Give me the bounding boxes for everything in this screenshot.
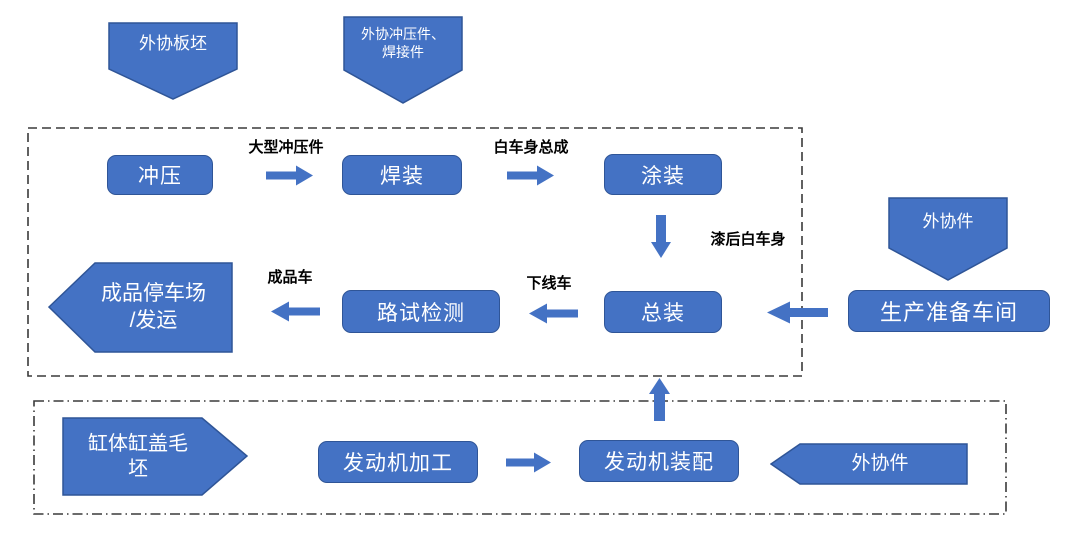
node-engine-machining: 发动机加工 (318, 441, 478, 483)
terminal-parking-shipping: 成品停车场 /发运 (48, 262, 233, 353)
engine-plant-region-border (33, 400, 1007, 515)
terminal-outsourced-slab: 外协板坯 (108, 22, 238, 100)
node-engine-assembly-label: 发动机装配 (604, 451, 714, 474)
node-stamping-label: 冲压 (138, 165, 182, 188)
flow-arrow-painting-to-final-assembly (651, 215, 671, 258)
vehicle-plant-region-border (27, 127, 803, 377)
pentagon-down-icon (108, 22, 238, 100)
terminal-outsourced-parts-top: 外协件 (888, 197, 1008, 281)
terminal-cylinder-blank: 缸体缸盖毛 坯 (62, 417, 248, 496)
node-road-test-label: 路试检测 (377, 301, 465, 325)
node-painting-label: 涂装 (641, 164, 685, 188)
pentagon-left-icon (48, 262, 233, 353)
flow-arrow-prep-to-final-assembly (767, 301, 828, 324)
node-engine-assembly: 发动机装配 (579, 440, 739, 482)
flow-label-offline-vehicle: 下线车 (526, 275, 572, 292)
node-welding-label: 焊装 (380, 165, 424, 188)
node-production-prep: 生产准备车间 (848, 290, 1050, 332)
pentagon-down-icon (888, 197, 1008, 281)
node-road-test: 路试检测 (342, 290, 500, 333)
node-final-assembly: 总装 (604, 291, 722, 333)
node-welding: 焊装 (342, 155, 462, 195)
flow-label-large-stampings: 大型冲压件 (248, 139, 324, 156)
pentagon-down-icon (343, 16, 463, 104)
node-production-prep-label: 生产准备车间 (879, 300, 1018, 325)
flow-arrow-machining-to-engine-assembly (506, 452, 551, 473)
flow-label-finished-vehicle: 成品车 (267, 269, 313, 286)
flow-label-body-in-white: 白车身总成 (493, 139, 569, 156)
flow-arrow-engine-assembly-to-final-assembly (649, 378, 670, 421)
flow-label-painted-body: 漆后白车身 (710, 231, 786, 248)
node-painting: 涂装 (604, 154, 722, 195)
pentagon-right-icon (62, 417, 248, 496)
flow-arrow-welding-to-painting (507, 165, 554, 186)
flow-arrow-stamping-to-welding (266, 165, 313, 186)
node-final-assembly-label: 总装 (641, 302, 685, 325)
pentagon-left-icon (770, 443, 968, 485)
node-engine-machining-label: 发动机加工 (343, 452, 453, 475)
terminal-outsourced-stampings: 外协冲压件、 焊接件 (343, 16, 463, 104)
flow-arrow-road-test-to-parking (271, 301, 320, 322)
node-stamping: 冲压 (107, 155, 213, 195)
flow-arrow-final-assembly-to-road-test (529, 303, 578, 324)
terminal-outsourced-parts-bottom: 外协件 (770, 443, 968, 485)
